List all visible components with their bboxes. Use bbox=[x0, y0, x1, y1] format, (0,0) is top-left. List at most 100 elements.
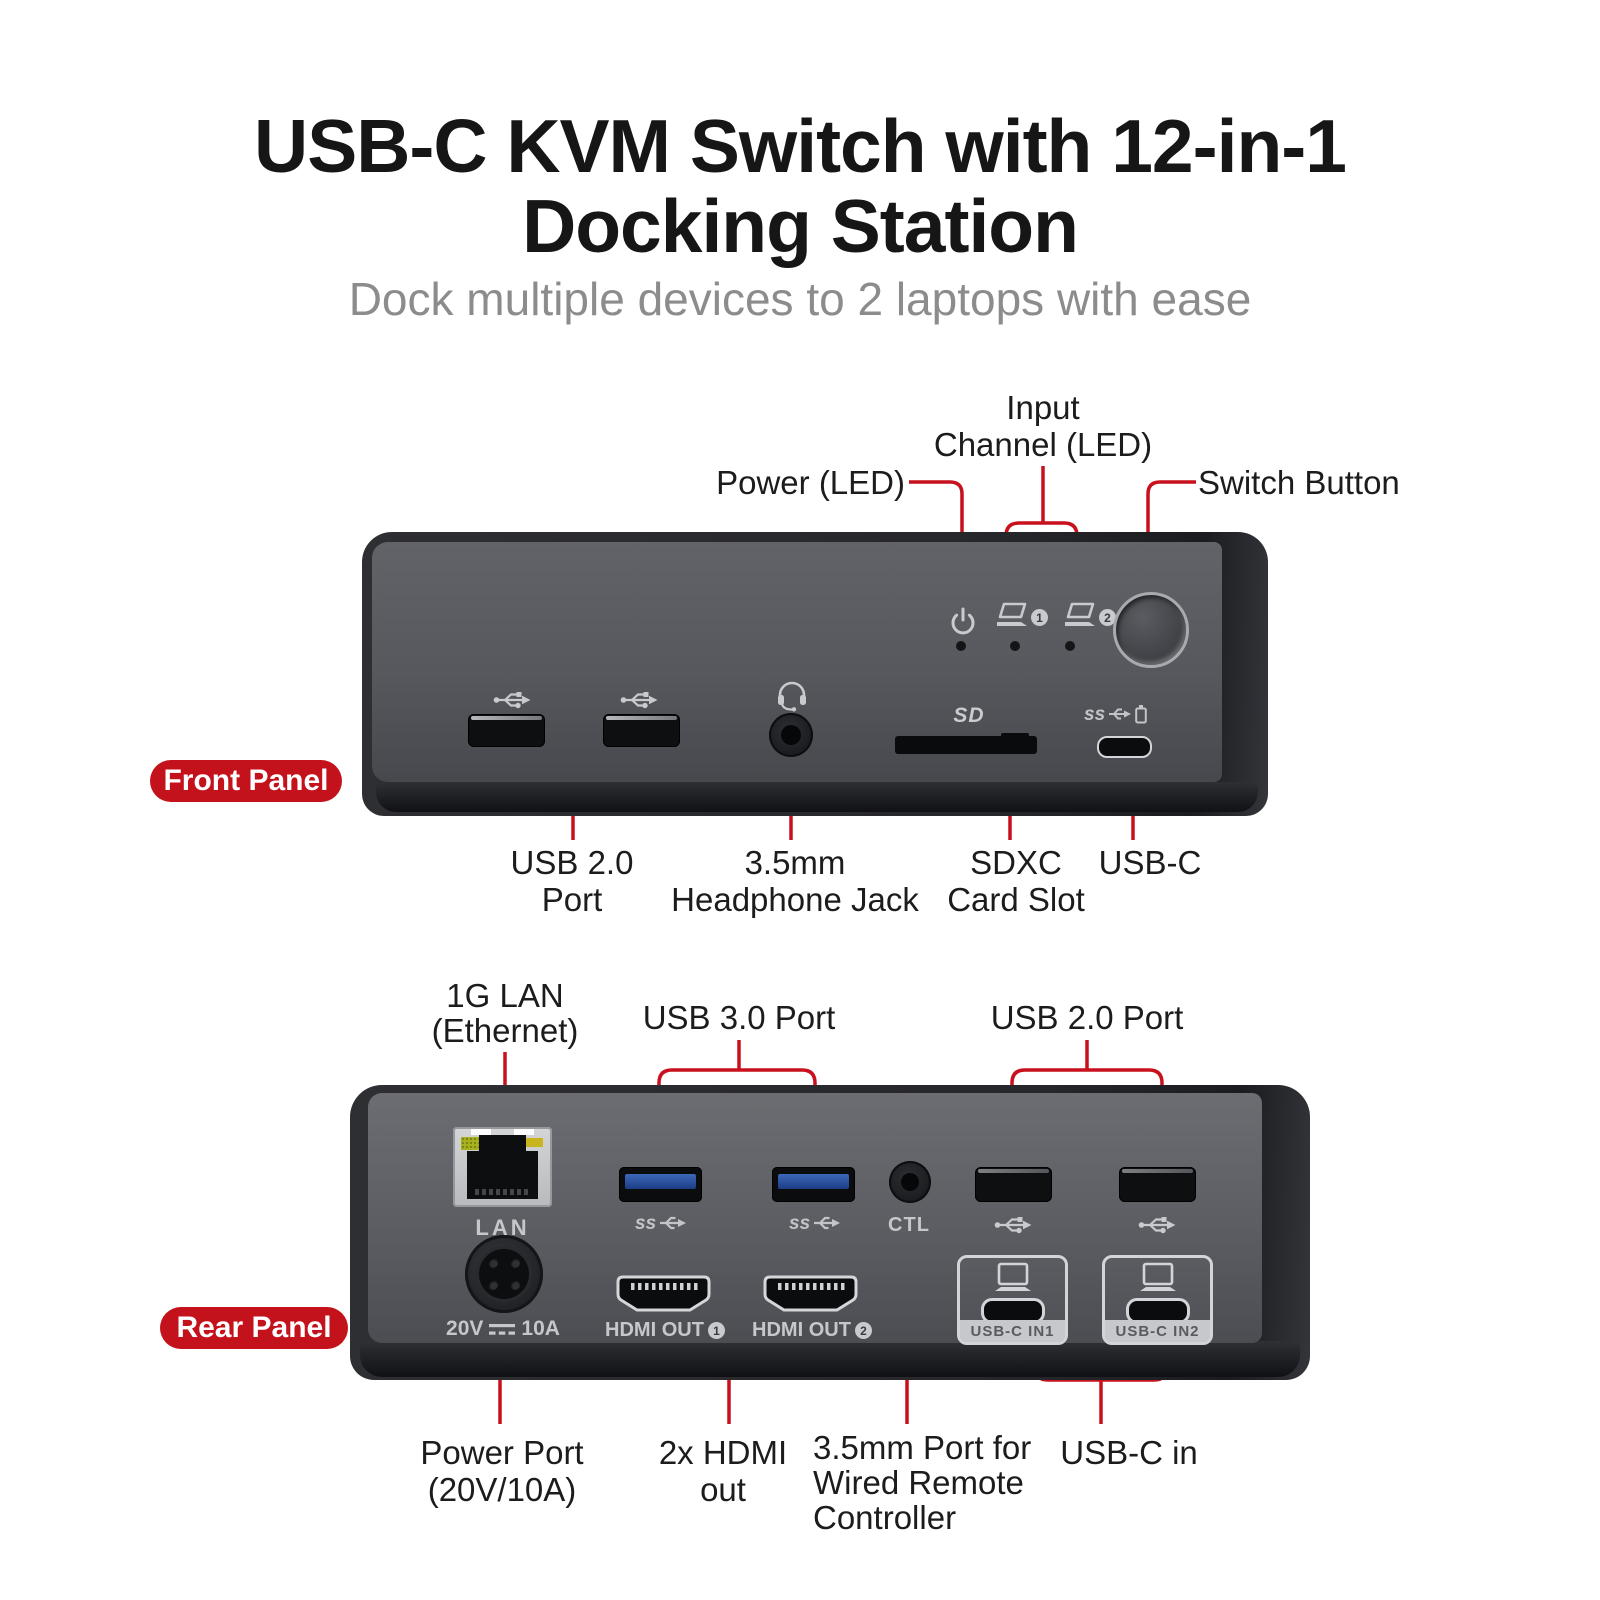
power-rating-label: 20V 10A bbox=[437, 1317, 569, 1341]
usbc-in-1-label: USB-C IN1 bbox=[960, 1320, 1065, 1342]
superspeed-icon: ss bbox=[635, 1213, 688, 1233]
label-hdmi-out-line1: 2x HDMI bbox=[658, 1434, 788, 1471]
usb-trident-icon bbox=[620, 692, 658, 709]
channel-1-number: 1 bbox=[1031, 609, 1048, 626]
channel-2-led-indicator bbox=[1065, 641, 1075, 651]
label-headphone-line2: Headphone Jack bbox=[671, 881, 919, 918]
label-input-channel-line2: Channel (LED) bbox=[933, 426, 1153, 463]
label-ctl-line2: Wired Remote bbox=[813, 1464, 1024, 1501]
label-usb20-front: USB 2.0 Port bbox=[447, 844, 697, 918]
usb-trident-icon bbox=[493, 692, 531, 709]
input-channel-1-icon: 1 bbox=[994, 602, 1054, 632]
label-sdxc: SDXC Card Slot bbox=[916, 844, 1116, 918]
power-volts: 20V bbox=[446, 1317, 484, 1340]
label-power-led: Power (LED) bbox=[716, 464, 905, 501]
front-usb20-port-2 bbox=[603, 714, 680, 747]
sd-logo: SD bbox=[953, 704, 985, 727]
headset-icon bbox=[778, 681, 806, 712]
rear-panel-badge: Rear Panel bbox=[160, 1307, 348, 1349]
usbc-superspeed-battery-icon: ss bbox=[1084, 704, 1147, 724]
label-power-port: Power Port (20V/10A) bbox=[377, 1434, 627, 1508]
label-usb30: USB 3.0 Port bbox=[642, 999, 836, 1036]
usb-trident-icon bbox=[814, 1216, 841, 1230]
label-hdmi-out: 2x HDMI out bbox=[623, 1434, 823, 1508]
front-device-face: 1 2 bbox=[372, 542, 1222, 782]
dc-voltage-icon bbox=[489, 1323, 516, 1335]
usb-trident-icon bbox=[1109, 708, 1132, 720]
usb-trident-icon bbox=[660, 1216, 687, 1230]
ethernet-port bbox=[453, 1127, 552, 1207]
hdmi-out-1-number: 1 bbox=[707, 1322, 725, 1339]
front-usbc-port bbox=[1097, 736, 1152, 758]
ss-label: ss bbox=[635, 1212, 657, 1234]
label-ctl-port: 3.5mm Port for Wired Remote Controller bbox=[813, 1430, 1093, 1535]
label-sdxc-line2: Card Slot bbox=[947, 881, 1085, 918]
usbc-in-1-port: USB-C IN1 bbox=[957, 1255, 1068, 1345]
laptop-icon bbox=[1139, 1262, 1176, 1291]
ss-label: ss bbox=[1084, 703, 1106, 725]
hdmi-out-2-number: 2 bbox=[854, 1322, 872, 1339]
usbc-in-2-port: USB-C IN2 bbox=[1102, 1255, 1213, 1345]
label-lan-line1: 1G LAN bbox=[446, 977, 564, 1014]
label-ctl-line3: Controller bbox=[813, 1499, 957, 1536]
page-title: USB-C KVM Switch with 12-in-1 Docking St… bbox=[0, 106, 1600, 266]
label-switch-button: Switch Button bbox=[1198, 464, 1400, 501]
laptop-icon bbox=[994, 1262, 1031, 1291]
label-input-channel: Input Channel (LED) bbox=[893, 389, 1193, 463]
headphone-jack bbox=[769, 713, 813, 757]
label-usbc-in: USB-C in bbox=[1060, 1434, 1198, 1471]
label-power-port-line2: (20V/10A) bbox=[427, 1471, 577, 1508]
label-usb20-front-line2: Port bbox=[541, 881, 603, 918]
hdmi-port-1-icon bbox=[616, 1275, 711, 1312]
rear-device-face: LAN 20V 10A ss bbox=[368, 1093, 1262, 1345]
battery-icon bbox=[1135, 705, 1147, 724]
hdmi-port-2-icon bbox=[763, 1275, 858, 1312]
usb-trident-icon bbox=[994, 1217, 1032, 1234]
input-channel-2-icon: 2 bbox=[1062, 602, 1122, 632]
ethernet-led-green bbox=[461, 1137, 483, 1150]
hdmi-out-text: HDMI OUT bbox=[752, 1319, 851, 1341]
ethernet-led-yellow bbox=[526, 1138, 543, 1147]
rear-usb20-port-1 bbox=[975, 1167, 1052, 1202]
title-line1: USB-C KVM Switch with 12-in-1 bbox=[254, 104, 1347, 188]
ctl-remote-jack bbox=[889, 1161, 931, 1203]
power-amps: 10A bbox=[521, 1317, 560, 1340]
laptop-icon bbox=[997, 602, 1027, 626]
power-din-port bbox=[465, 1235, 543, 1313]
rear-usb30-port-1 bbox=[619, 1167, 702, 1202]
usb-trident-icon bbox=[1138, 1217, 1176, 1234]
label-headphone: 3.5mm Headphone Jack bbox=[645, 844, 945, 918]
sd-card-slot bbox=[895, 733, 1037, 754]
label-headphone-line1: 3.5mm bbox=[744, 844, 846, 881]
label-usb20-rear: USB 2.0 Port bbox=[990, 999, 1184, 1036]
usbc-in-2-label: USB-C IN2 bbox=[1105, 1320, 1210, 1342]
label-input-channel-line1: Input bbox=[1006, 389, 1080, 426]
power-led-indicator bbox=[956, 641, 966, 651]
hdmi-out-1-label: HDMI OUT 1 bbox=[600, 1319, 730, 1342]
front-device-base bbox=[376, 782, 1258, 812]
channel-1-led-indicator bbox=[1010, 641, 1020, 651]
rear-usb20-port-2 bbox=[1119, 1167, 1196, 1202]
label-lan: 1G LAN (Ethernet) bbox=[380, 978, 630, 1048]
power-symbol-icon bbox=[951, 607, 975, 635]
label-power-port-line1: Power Port bbox=[420, 1434, 584, 1471]
label-hdmi-out-line2: out bbox=[700, 1471, 746, 1508]
rear-device-base bbox=[360, 1341, 1300, 1377]
superspeed-icon: ss bbox=[789, 1213, 842, 1233]
ctl-port-label: CTL bbox=[888, 1214, 930, 1236]
label-usbc-front: USB-C bbox=[1098, 844, 1202, 881]
channel-2-number: 2 bbox=[1099, 609, 1116, 626]
laptop-icon bbox=[1065, 602, 1095, 626]
front-usb20-port-1 bbox=[468, 714, 545, 747]
title-line2: Docking Station bbox=[522, 184, 1079, 268]
label-lan-line2: (Ethernet) bbox=[431, 1012, 579, 1049]
page-subtitle: Dock multiple devices to 2 laptops with … bbox=[348, 273, 1252, 325]
front-panel-badge: Front Panel bbox=[150, 760, 342, 802]
label-sdxc-line1: SDXC bbox=[970, 844, 1062, 881]
hdmi-out-text: HDMI OUT bbox=[605, 1319, 704, 1341]
ss-label: ss bbox=[789, 1212, 811, 1234]
hdmi-out-2-label: HDMI OUT 2 bbox=[747, 1319, 877, 1342]
label-usb20-front-line1: USB 2.0 bbox=[510, 844, 634, 881]
rear-usb30-port-2 bbox=[772, 1167, 855, 1202]
